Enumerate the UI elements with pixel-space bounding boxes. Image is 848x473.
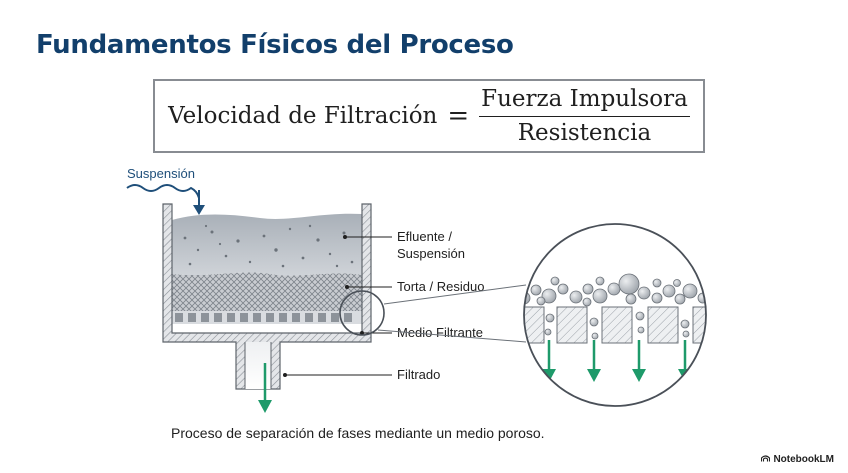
label-torta: Torta / Residuo bbox=[397, 279, 484, 294]
formula-equals: = bbox=[447, 101, 470, 131]
formula-fraction: Fuerza Impulsora Resistencia bbox=[479, 86, 690, 146]
label-filtrado: Filtrado bbox=[397, 367, 440, 382]
label-medio: Medio Filtrante bbox=[397, 325, 483, 340]
notebooklm-logo-icon bbox=[761, 454, 771, 465]
formula-denominator: Resistencia bbox=[517, 120, 652, 146]
cake-layer bbox=[172, 272, 362, 311]
formula-numerator: Fuerza Impulsora bbox=[479, 86, 690, 117]
suspension-layer bbox=[172, 213, 362, 276]
zoom-flow-arrows bbox=[547, 340, 687, 372]
caption: Proceso de separación de fases mediante … bbox=[171, 425, 545, 441]
inlet-arrowhead bbox=[193, 205, 205, 215]
zoom-connector-bottom bbox=[377, 329, 527, 343]
zoom-source-circle bbox=[339, 290, 385, 336]
zoom-medium-blocks bbox=[524, 306, 706, 344]
slide-title: Fundamentos Físicos del Proceso bbox=[36, 30, 514, 60]
label-efluente-1: Efluente / bbox=[397, 229, 452, 244]
suspension-particles bbox=[183, 224, 354, 268]
filter-medium-blocks bbox=[175, 313, 352, 322]
zoom-connector-top bbox=[383, 284, 527, 305]
outlet-channel bbox=[245, 342, 271, 389]
formula-box: Velocidad de Filtración = Fuerza Impulso… bbox=[153, 79, 705, 153]
leader-lines bbox=[285, 236, 392, 376]
filtrate-arrowhead bbox=[258, 400, 272, 413]
zoom-detail bbox=[524, 224, 706, 406]
brand-name: NotebookLM bbox=[773, 454, 834, 465]
inlet-wave bbox=[126, 184, 200, 199]
brand-badge: NotebookLM bbox=[761, 454, 834, 465]
leader-dots bbox=[283, 235, 364, 377]
zoom-circle-border bbox=[523, 223, 707, 407]
label-suspension-inlet: Suspensión bbox=[127, 166, 195, 181]
label-efluente-2: Suspensión bbox=[397, 246, 465, 261]
formula-lhs: Velocidad de Filtración bbox=[168, 103, 438, 129]
